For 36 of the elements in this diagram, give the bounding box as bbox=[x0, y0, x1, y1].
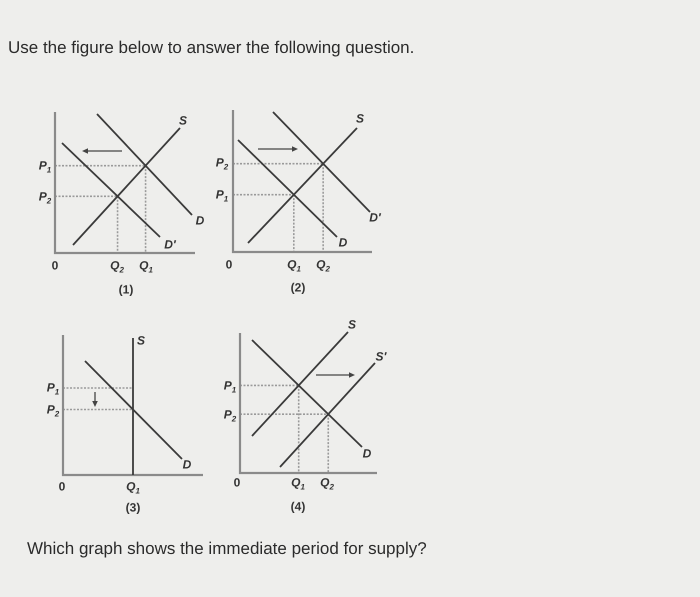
curve-label: D bbox=[196, 214, 204, 228]
origin-label: 0 bbox=[226, 258, 232, 272]
price-label: P$_{2}$ bbox=[46, 403, 60, 417]
curve-label: D′ bbox=[369, 211, 381, 225]
curve-label: D bbox=[182, 458, 192, 472]
quantity-label: Q$_{1}$ bbox=[139, 259, 153, 273]
quantity-label: Q$_{2}$ bbox=[110, 259, 124, 273]
origin-label: 0 bbox=[234, 476, 240, 490]
graph-number: (1) bbox=[118, 283, 134, 297]
quantity-label: Q$_{2}$ bbox=[320, 476, 334, 490]
curve-label: S bbox=[348, 318, 356, 332]
quantity-label: Q$_{1}$ bbox=[287, 258, 301, 272]
price-label: P$_{1}$ bbox=[46, 381, 60, 395]
graph-number: (4) bbox=[290, 500, 306, 514]
graph-number: (2) bbox=[290, 281, 306, 295]
origin-label: 0 bbox=[58, 480, 66, 494]
curve-label: S′ bbox=[376, 350, 386, 364]
price-label: P$_{2}$ bbox=[216, 156, 228, 170]
quantity-label: Q$_{1}$ bbox=[291, 476, 305, 490]
price-label: P$_{2}$ bbox=[38, 190, 52, 204]
price-label: P$_{1}$ bbox=[38, 159, 52, 173]
price-label: P$_{1}$ bbox=[224, 379, 236, 393]
curve-label: S bbox=[179, 114, 187, 128]
quantity-label: Q$_{1}$ bbox=[126, 480, 140, 494]
quantity-label: Q$_{2}$ bbox=[316, 258, 330, 272]
price-label: P$_{1}$ bbox=[216, 188, 228, 202]
origin-label: 0 bbox=[52, 259, 58, 273]
curve-label: S bbox=[356, 112, 364, 126]
curve-label: S bbox=[137, 334, 145, 348]
curve-label: D bbox=[362, 447, 372, 461]
question-text: Which graph shows the immediate period for supply? bbox=[27, 540, 427, 559]
curve-label: D′ bbox=[164, 238, 176, 252]
curve-label: D bbox=[338, 236, 348, 250]
price-label: P$_{2}$ bbox=[224, 408, 236, 422]
instruction-text: Use the figure below to answer the following question. bbox=[8, 39, 414, 58]
graph-number: (3) bbox=[126, 501, 140, 515]
